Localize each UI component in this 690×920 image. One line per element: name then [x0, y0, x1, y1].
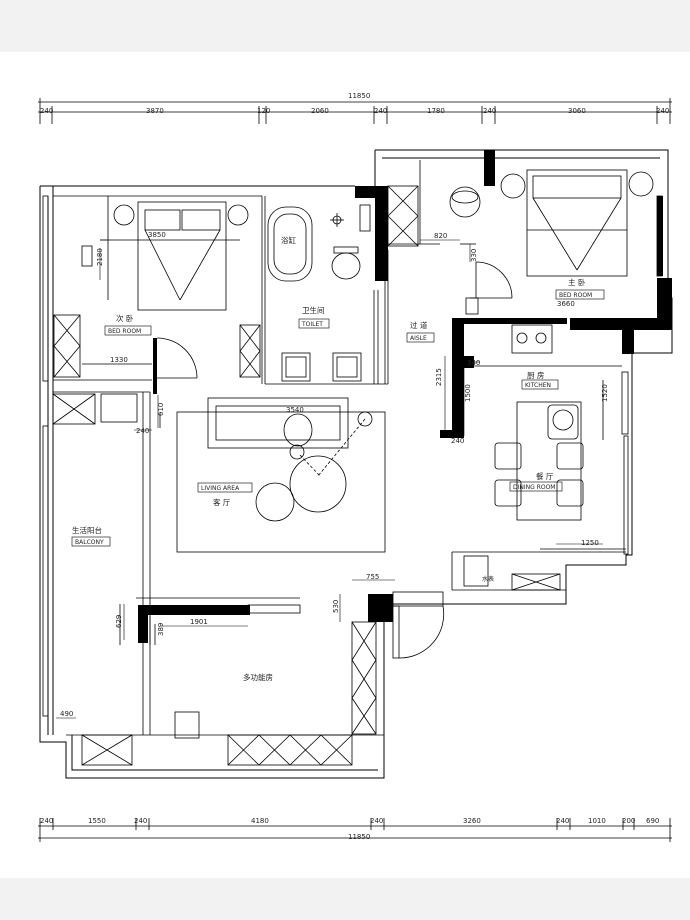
dim-490: 490: [60, 710, 73, 718]
top-dim-4: 2060: [311, 107, 329, 115]
dim-1330: 1330: [110, 356, 128, 364]
multi-room: [81, 604, 377, 766]
dim-3850: 3850: [148, 231, 166, 239]
kitchen-tag: [521, 379, 559, 390]
top-dim-6: 1780: [427, 107, 445, 115]
top-dim-7: 240: [483, 107, 496, 115]
living-en: LIVING AREA: [201, 485, 240, 492]
top-dim-5: 240: [374, 107, 387, 115]
balcony-en: BALCONY: [75, 539, 104, 546]
bottom-total-dim: 11850: [348, 833, 370, 841]
bottom-dim-3: 240: [134, 817, 147, 825]
toilet-room: [267, 204, 379, 384]
inner-dimension-lines: [56, 239, 603, 719]
toilet-tag: [298, 318, 330, 329]
second-bedroom-tag: [104, 325, 152, 336]
master-tag: [555, 289, 605, 300]
bottom-dim-4: 4180: [251, 817, 269, 825]
dim-3660: 3660: [557, 300, 575, 308]
top-dim-1: 240: [40, 107, 53, 115]
floor-plan: 11850 240 3870 120 2060 240 1780 240 306…: [38, 92, 673, 842]
dim-240a: 240: [136, 427, 149, 435]
dining-cn: 餐 厅: [536, 472, 554, 481]
small-mark: 水表: [482, 575, 494, 583]
dim-610: 610: [157, 403, 165, 416]
interior-walls: [53, 160, 626, 736]
dining-en: DINING ROOM: [513, 484, 555, 491]
windows: [42, 195, 663, 717]
second-bedroom: [53, 196, 261, 379]
top-dim-3: 120: [257, 107, 270, 115]
balcony-tag: [71, 536, 111, 547]
bottom-dim-1: 240: [40, 817, 53, 825]
dim-2315: 2315: [435, 368, 443, 386]
bottom-dim-7: 240: [556, 817, 569, 825]
top-dim-8: 3060: [568, 107, 586, 115]
dim-1250: 1250: [581, 539, 599, 547]
dim-1520: 1520: [601, 384, 609, 402]
kitchen-cn: 厨 房: [527, 370, 544, 380]
dim-820: 820: [434, 232, 447, 240]
aisle-cabinets: [387, 185, 513, 315]
dim-340: 340: [467, 359, 480, 367]
kitchen-en: KITCHEN: [525, 382, 551, 389]
bottom-dim-6: 3260: [463, 817, 481, 825]
top-dimension-chain: [38, 98, 672, 124]
drawing-sheet: 11850 240 3870 120 2060 240 1780 240 306…: [0, 52, 690, 878]
master-cn: 主 卧: [568, 277, 586, 287]
outer-walls: [39, 149, 673, 779]
living-cn: 客 厅: [213, 497, 231, 507]
balcony-cn: 生活阳台: [72, 525, 102, 535]
living-tag: [197, 482, 253, 493]
toilet-en: TOILET: [301, 321, 323, 328]
aisle-en: AISLE: [410, 335, 427, 342]
top-dim-9: 240: [656, 107, 669, 115]
bottom-dim-2: 1550: [88, 817, 106, 825]
bottom-dim-10: 690: [646, 817, 659, 825]
bottom-dim-9: 200: [622, 817, 635, 825]
kitchen-dining: [474, 324, 626, 550]
top-dim-2: 3870: [146, 107, 164, 115]
aisle-tag: [406, 332, 435, 343]
dining-tag: [509, 481, 563, 492]
dim-1901: 1901: [190, 618, 208, 626]
labels: 11850 240 3870 120 2060 240 1780 240 306…: [40, 92, 669, 841]
aisle-cn: 过 道: [410, 320, 428, 330]
dim-330: 330: [470, 249, 478, 262]
dim-389: 389: [157, 623, 165, 636]
dim-3540: 3540: [286, 406, 304, 414]
dim-2180: 2180: [96, 248, 104, 266]
dim-629: 629: [115, 615, 123, 628]
dim-1500: 1500: [464, 384, 472, 402]
multi-room-label: 多功能房: [243, 672, 273, 682]
bottom-dimension-chain: [38, 818, 672, 842]
living-area: [52, 393, 386, 553]
master-bedroom: [449, 169, 654, 277]
second-bedroom-cn: 次 卧: [116, 313, 134, 323]
bottom-dim-8: 1010: [588, 817, 606, 825]
structural-walls: [138, 150, 672, 643]
toilet-cn: 卫生间: [302, 305, 325, 315]
bathtub-label: 浴缸: [281, 235, 296, 245]
dim-755: 755: [366, 573, 379, 581]
dim-240b: 240: [451, 437, 464, 445]
dim-530: 530: [332, 600, 340, 613]
master-en: BED ROOM: [559, 292, 592, 299]
bottom-dim-5: 240: [370, 817, 383, 825]
entrance-door: [392, 555, 561, 659]
second-bedroom-en: BED ROOM: [108, 328, 141, 335]
top-total-dim: 11850: [348, 92, 370, 100]
